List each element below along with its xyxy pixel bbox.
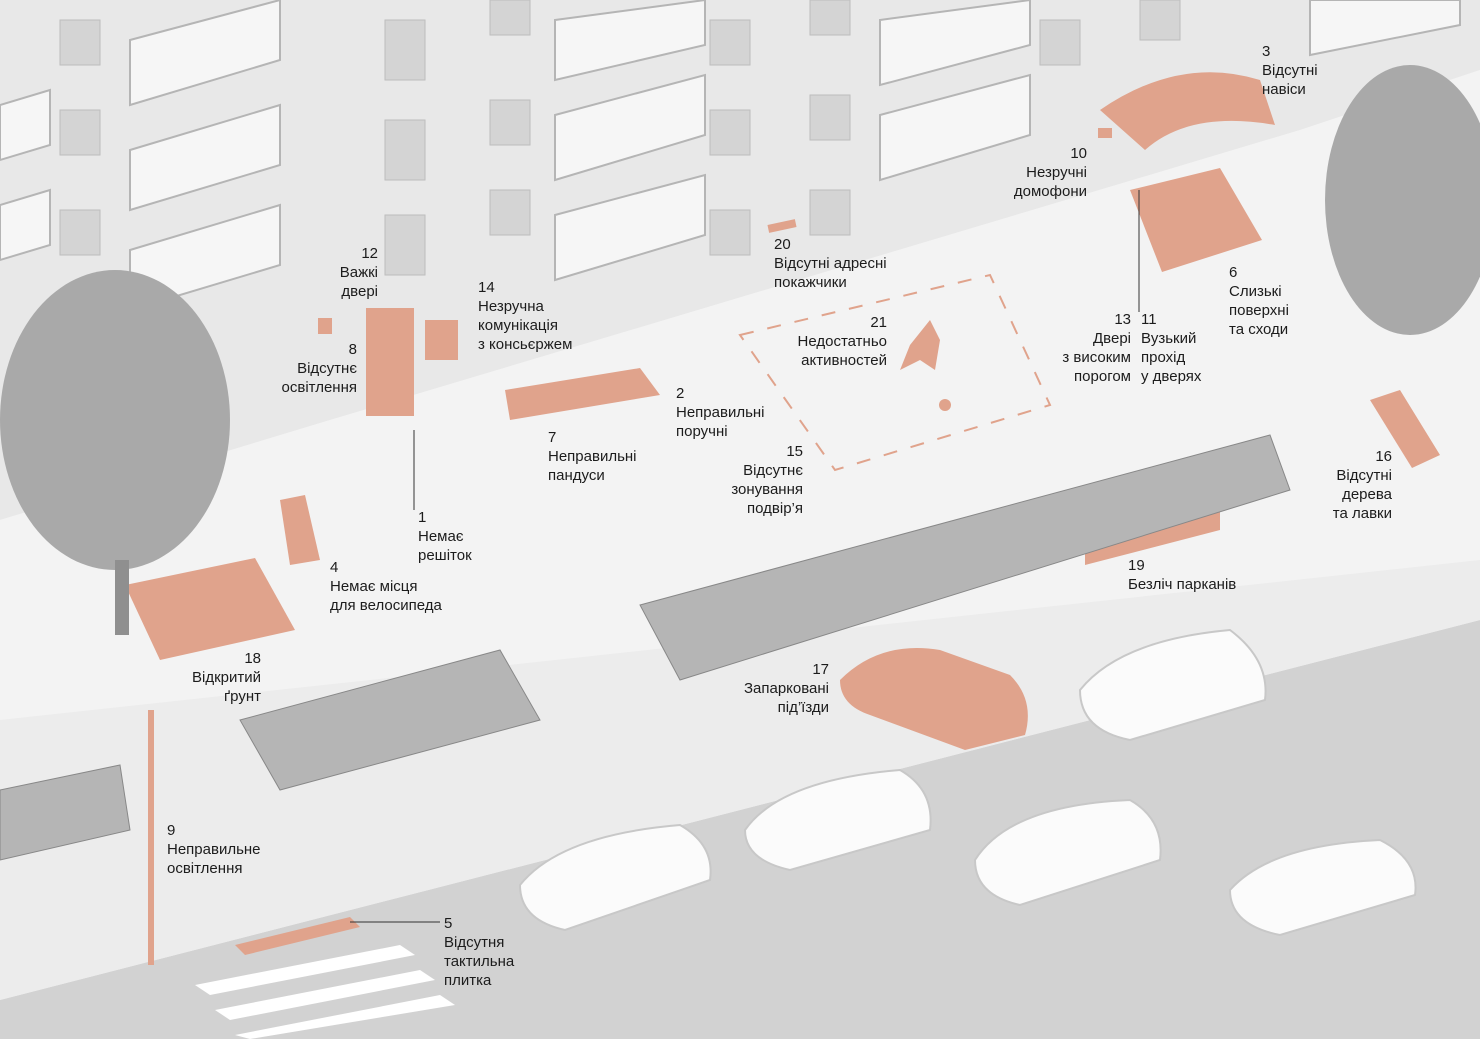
playing-child xyxy=(900,320,940,370)
heavy-door xyxy=(366,308,414,416)
lamp-post xyxy=(148,710,154,965)
ball xyxy=(939,399,951,411)
highlighted-problems xyxy=(125,72,1440,965)
address-sign xyxy=(767,219,797,233)
building-windows xyxy=(59,0,1181,276)
balconies xyxy=(0,0,1461,312)
intercom xyxy=(425,320,458,360)
tactile-tile xyxy=(235,917,360,955)
intercom-panel xyxy=(1098,128,1112,138)
open-soil xyxy=(125,558,295,660)
fence-highlight xyxy=(1085,510,1220,565)
slippery-stairs xyxy=(1130,168,1262,272)
leader-lines xyxy=(350,190,1140,923)
entrance-canopy xyxy=(1100,72,1275,150)
trees xyxy=(0,65,1480,635)
cars xyxy=(518,628,1417,937)
wrong-ramp xyxy=(505,368,660,420)
parked-car xyxy=(840,648,1028,750)
missing-lighting-lamp xyxy=(318,318,332,334)
activity-zone-outline xyxy=(738,273,1052,472)
no-bike-space-bike xyxy=(280,495,320,565)
bench xyxy=(1370,390,1440,468)
hedges xyxy=(0,434,1291,861)
crosswalk xyxy=(195,945,455,1039)
